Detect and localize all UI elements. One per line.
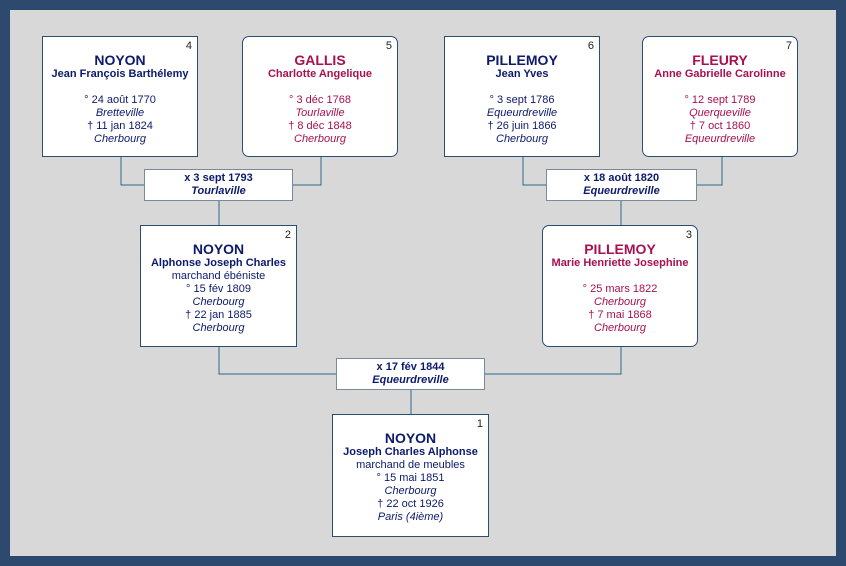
sosa-number: 7 — [785, 40, 792, 52]
marriage-date: x 18 août 1820 — [583, 172, 660, 184]
birth-place: Cherbourg — [192, 296, 245, 308]
birth-place: Querqueville — [689, 107, 751, 119]
person-box-3[interactable]: 3 PILLEMOY Marie Henriette Josephine ° 2… — [542, 225, 698, 347]
death-date: † 7 oct 1860 — [689, 120, 751, 132]
marriage-label-4-5: x 3 sept 1793 Tourlaville — [144, 169, 293, 201]
person-box-7[interactable]: 7 FLEURY Anne Gabrielle Carolinne ° 12 s… — [642, 36, 798, 157]
death-date: † 8 déc 1848 — [288, 120, 352, 132]
sosa-number: 3 — [685, 229, 692, 241]
birth-place: Bretteville — [95, 107, 145, 119]
person-surname: NOYON — [192, 241, 245, 257]
person-occupation: marchand ébéniste — [171, 270, 266, 282]
person-given-names: Joseph Charles Alphonse — [343, 446, 478, 458]
person-box-6[interactable]: 6 PILLEMOY Jean Yves ° 3 sept 1786 Equeu… — [444, 36, 600, 157]
birth-date: ° 15 fév 1809 — [186, 283, 251, 295]
marriage-place: Tourlaville — [191, 185, 246, 197]
birth-date: ° 25 mars 1822 — [582, 283, 658, 295]
death-date: † 11 jan 1824 — [87, 120, 153, 132]
death-date: † 26 juin 1866 — [487, 120, 557, 132]
death-place: Paris (4ième) — [377, 511, 444, 523]
marriage-date: x 3 sept 1793 — [184, 172, 253, 184]
birth-place: Equeurdreville — [486, 107, 558, 119]
death-date: † 22 oct 1926 — [377, 498, 444, 510]
person-occupation: marchand de meubles — [356, 459, 465, 471]
person-box-5[interactable]: 5 GALLIS Charlotte Angelique ° 3 déc 176… — [242, 36, 398, 157]
sosa-number: 6 — [587, 40, 594, 52]
marriage-date: x 17 fév 1844 — [376, 361, 445, 373]
person-box-4[interactable]: 4 NOYON Jean François Barthélemy ° 24 ao… — [42, 36, 198, 157]
person-given-names: Marie Henriette Josephine — [551, 257, 689, 269]
death-place: Cherbourg — [294, 133, 346, 145]
marriage-label-6-7: x 18 août 1820 Equeurdreville — [546, 169, 697, 201]
person-given-names: Anne Gabrielle Carolinne — [654, 68, 786, 80]
marriage-place: Equeurdreville — [372, 374, 449, 386]
death-date: † 22 jan 1885 — [185, 309, 252, 321]
person-surname: NOYON — [94, 52, 146, 68]
death-date: † 7 mai 1868 — [588, 309, 652, 321]
birth-date: ° 12 sept 1789 — [684, 94, 756, 106]
birth-date: ° 24 août 1770 — [84, 94, 156, 106]
sosa-number: 4 — [185, 40, 192, 52]
sosa-number: 2 — [284, 229, 291, 241]
person-given-names: Alphonse Joseph Charles — [150, 257, 287, 269]
sosa-number: 5 — [385, 40, 392, 52]
person-surname: NOYON — [384, 430, 437, 446]
person-surname: PILLEMOY — [584, 241, 656, 257]
person-given-names: Jean François Barthélemy — [51, 68, 189, 80]
birth-place: Cherbourg — [594, 296, 646, 308]
birth-date: ° 3 déc 1768 — [289, 94, 351, 106]
sosa-number: 1 — [476, 418, 483, 430]
death-place: Cherbourg — [496, 133, 548, 145]
person-surname: GALLIS — [294, 52, 346, 68]
marriage-place: Equeurdreville — [583, 185, 660, 197]
person-given-names: Jean Yves — [495, 68, 549, 80]
death-place: Cherbourg — [192, 322, 245, 334]
birth-date: ° 15 mai 1851 — [376, 472, 445, 484]
death-place: Cherbourg — [594, 322, 646, 334]
person-surname: FLEURY — [692, 52, 748, 68]
person-box-1[interactable]: 1 NOYON Joseph Charles Alphonse marchand… — [332, 414, 489, 537]
birth-date: ° 3 sept 1786 — [489, 94, 555, 106]
person-given-names: Charlotte Angelique — [267, 68, 373, 80]
death-place: Equeurdreville — [684, 133, 756, 145]
birth-place: Tourlaville — [295, 107, 345, 119]
person-box-2[interactable]: 2 NOYON Alphonse Joseph Charles marchand… — [140, 225, 297, 347]
marriage-label-2-3: x 17 fév 1844 Equeurdreville — [336, 358, 485, 390]
death-place: Cherbourg — [94, 133, 146, 145]
person-surname: PILLEMOY — [486, 52, 558, 68]
birth-place: Cherbourg — [384, 485, 437, 497]
